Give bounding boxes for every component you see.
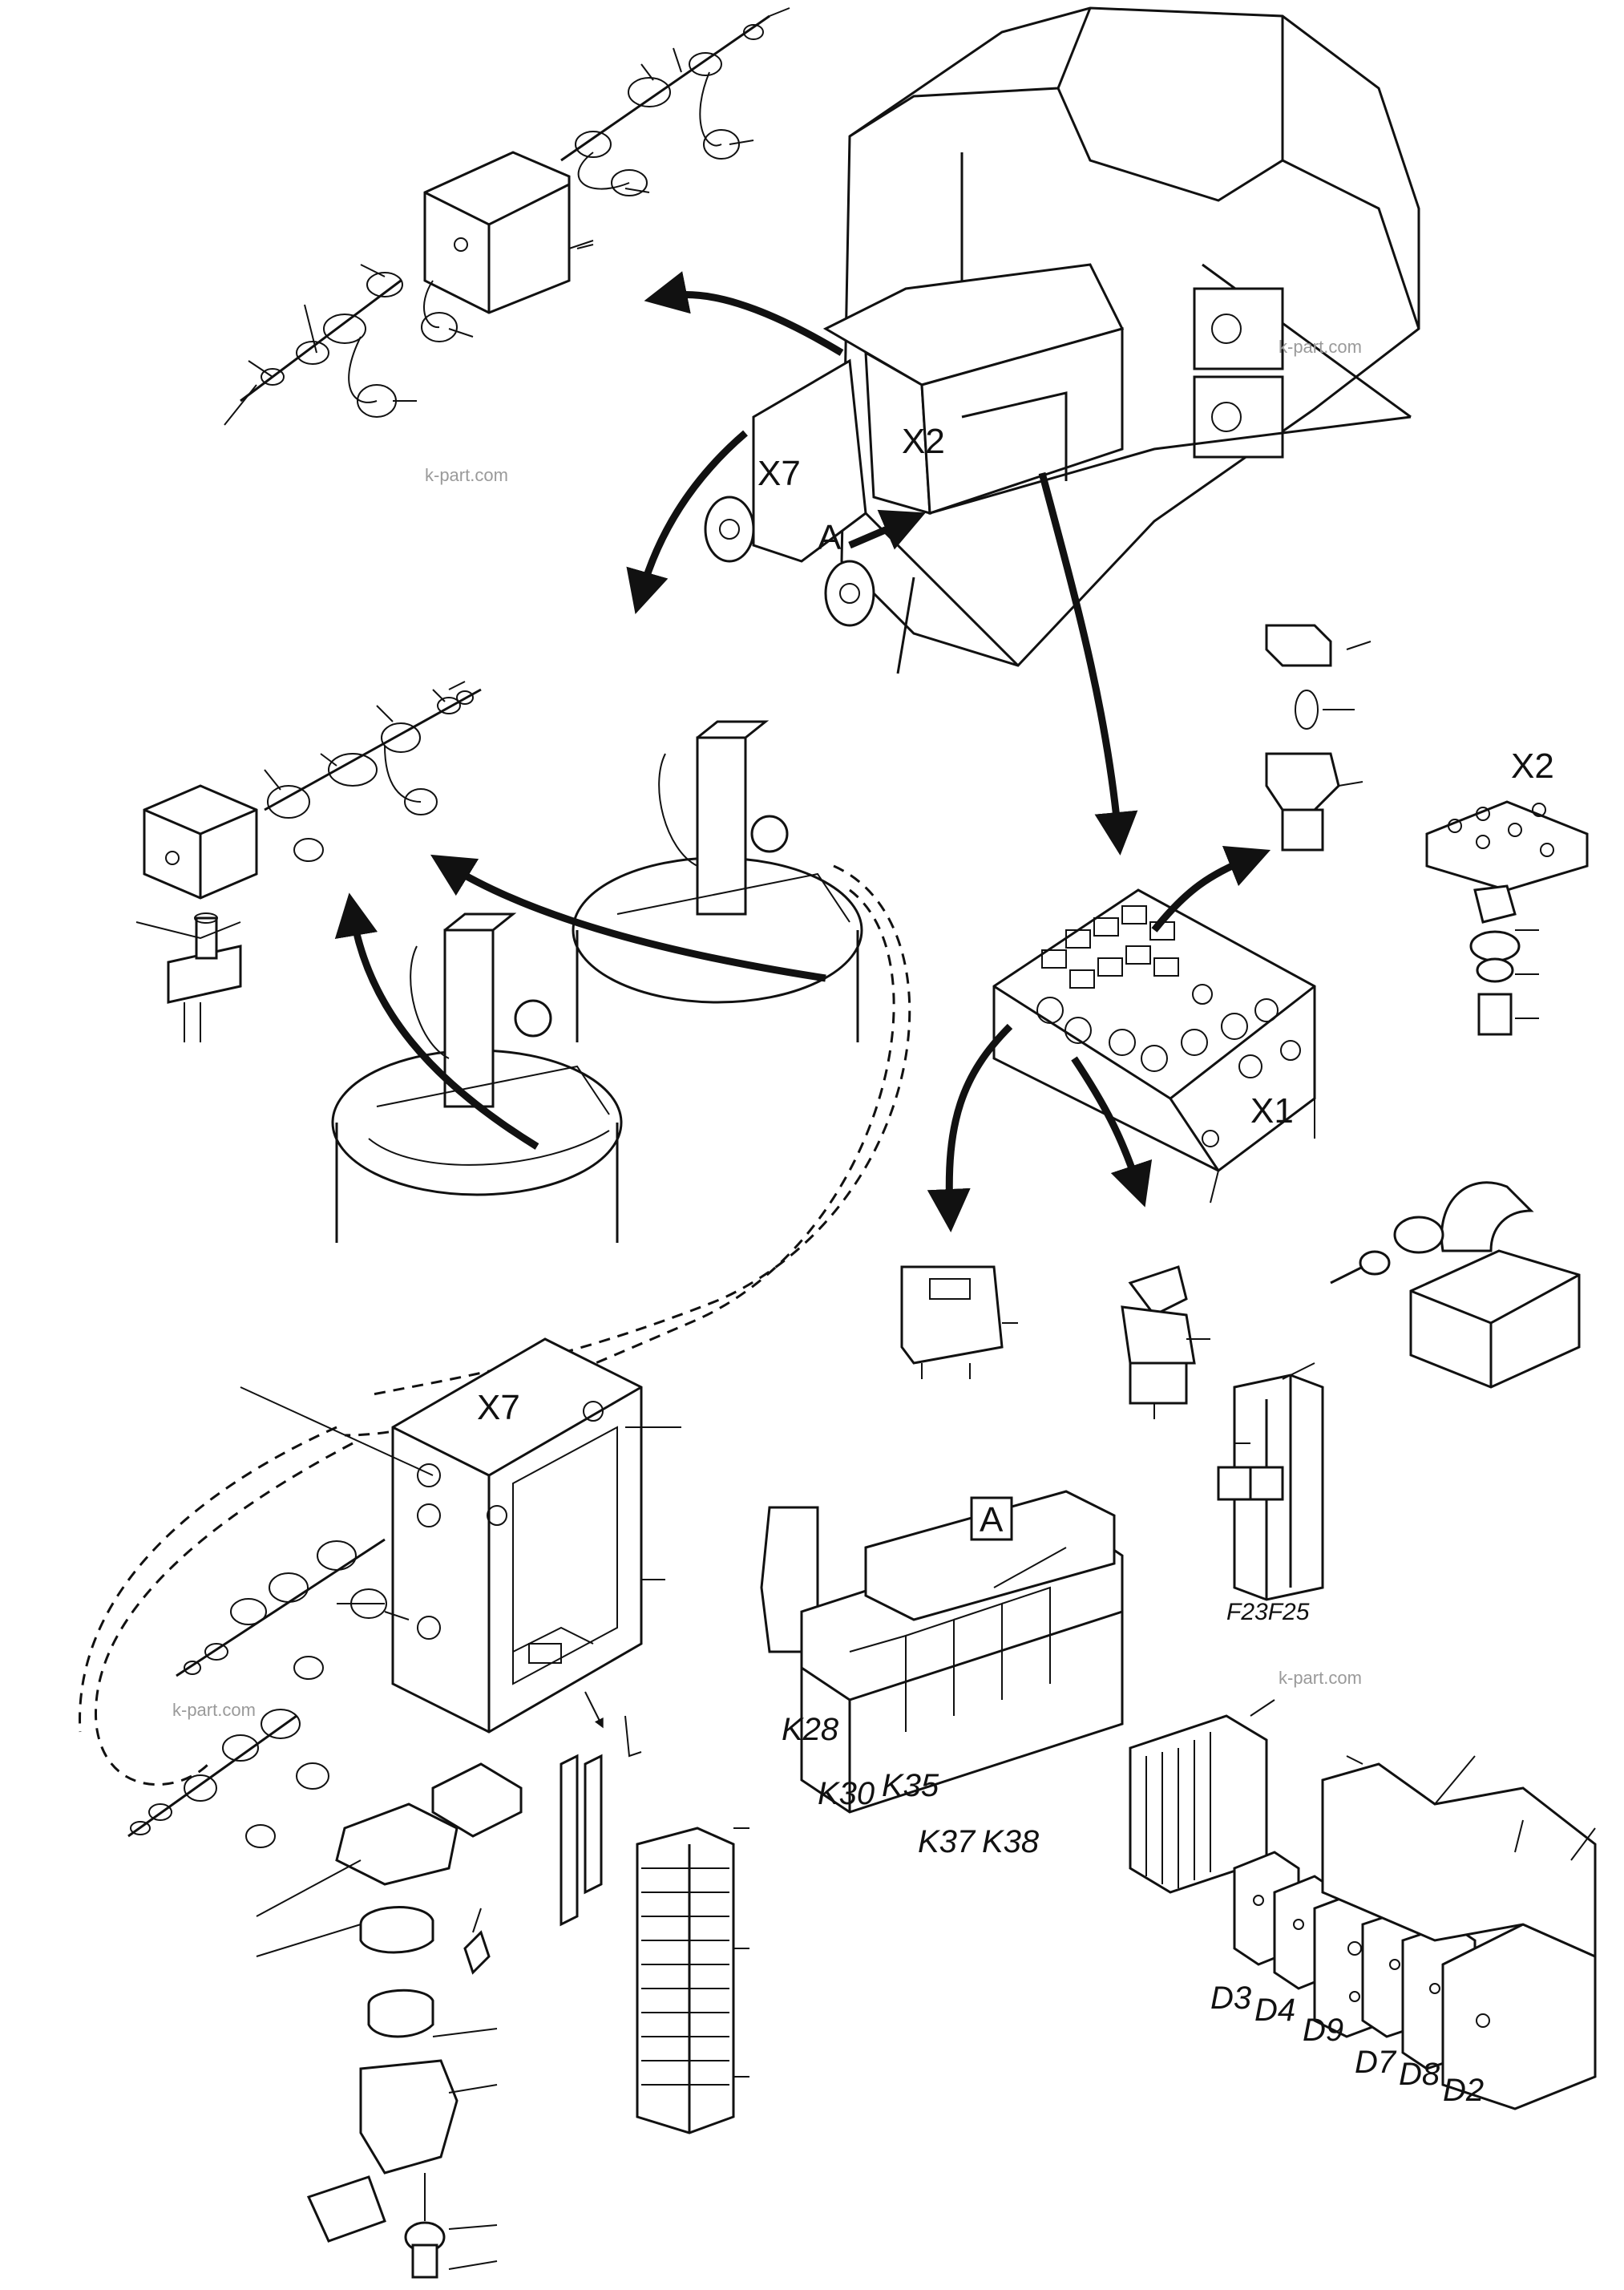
diode-label: D4	[1254, 1993, 1295, 2028]
label-a-arrow: A	[818, 518, 842, 557]
label-a-box-frame	[970, 1496, 1013, 1541]
leader-lines	[240, 240, 1596, 2270]
x7-box	[391, 1337, 643, 1734]
relay-label: K38	[982, 1824, 1040, 1859]
label-x2-side: X2	[1511, 746, 1554, 786]
relay-label: K30	[818, 1776, 875, 1811]
label-x7-box: X7	[477, 1388, 520, 1427]
label-fuse: F23F25	[1226, 1599, 1310, 1625]
diode-label: D2	[1443, 2073, 1484, 2108]
solenoid-assembly-mid	[135, 681, 482, 1042]
control-panel	[992, 888, 1316, 1204]
switch-parts	[900, 624, 1340, 1419]
watermark-text: k-part.com	[1279, 337, 1362, 357]
label-x2-top: X2	[902, 422, 945, 461]
label-x7-top: X7	[757, 454, 801, 493]
relay-label: K28	[782, 1712, 839, 1747]
label-a-boxed: A	[980, 1500, 1004, 1539]
solenoid-assembly-top	[224, 7, 790, 426]
relay-label: K37	[918, 1824, 976, 1859]
x2-terminal	[1425, 800, 1589, 1036]
diode-label: D7	[1355, 2045, 1397, 2080]
label-x1: X1	[1250, 1091, 1294, 1131]
relay-bases	[800, 1490, 1124, 1814]
watermarks: k-part.com k-part.com k-part.com k-part.…	[172, 337, 1362, 1720]
connector-parts	[127, 1538, 523, 2279]
elbow-connector	[1330, 1181, 1581, 1389]
diode-modules	[1233, 1762, 1597, 2110]
relay-block	[760, 1490, 1124, 1814]
callout-labels: X2 X7 A X2 X1 X7 A F23F25 K28 K30 K35 K3…	[477, 422, 1554, 2108]
diode-label: D9	[1303, 2013, 1343, 2048]
machine-body	[704, 6, 1420, 674]
relay-label: K35	[882, 1768, 939, 1803]
diode-label: D8	[1399, 2057, 1440, 2092]
watermark-text: k-part.com	[425, 465, 508, 485]
hydraulic-tanks	[331, 720, 863, 1243]
fuse-holder	[1217, 1362, 1324, 1601]
watermark-text: k-part.com	[172, 1700, 256, 1720]
terminal-strip	[560, 1715, 735, 2134]
direction-arrows	[334, 271, 1271, 1729]
watermark-text: k-part.com	[1279, 1668, 1362, 1688]
diode-label: D3	[1210, 1980, 1251, 2016]
